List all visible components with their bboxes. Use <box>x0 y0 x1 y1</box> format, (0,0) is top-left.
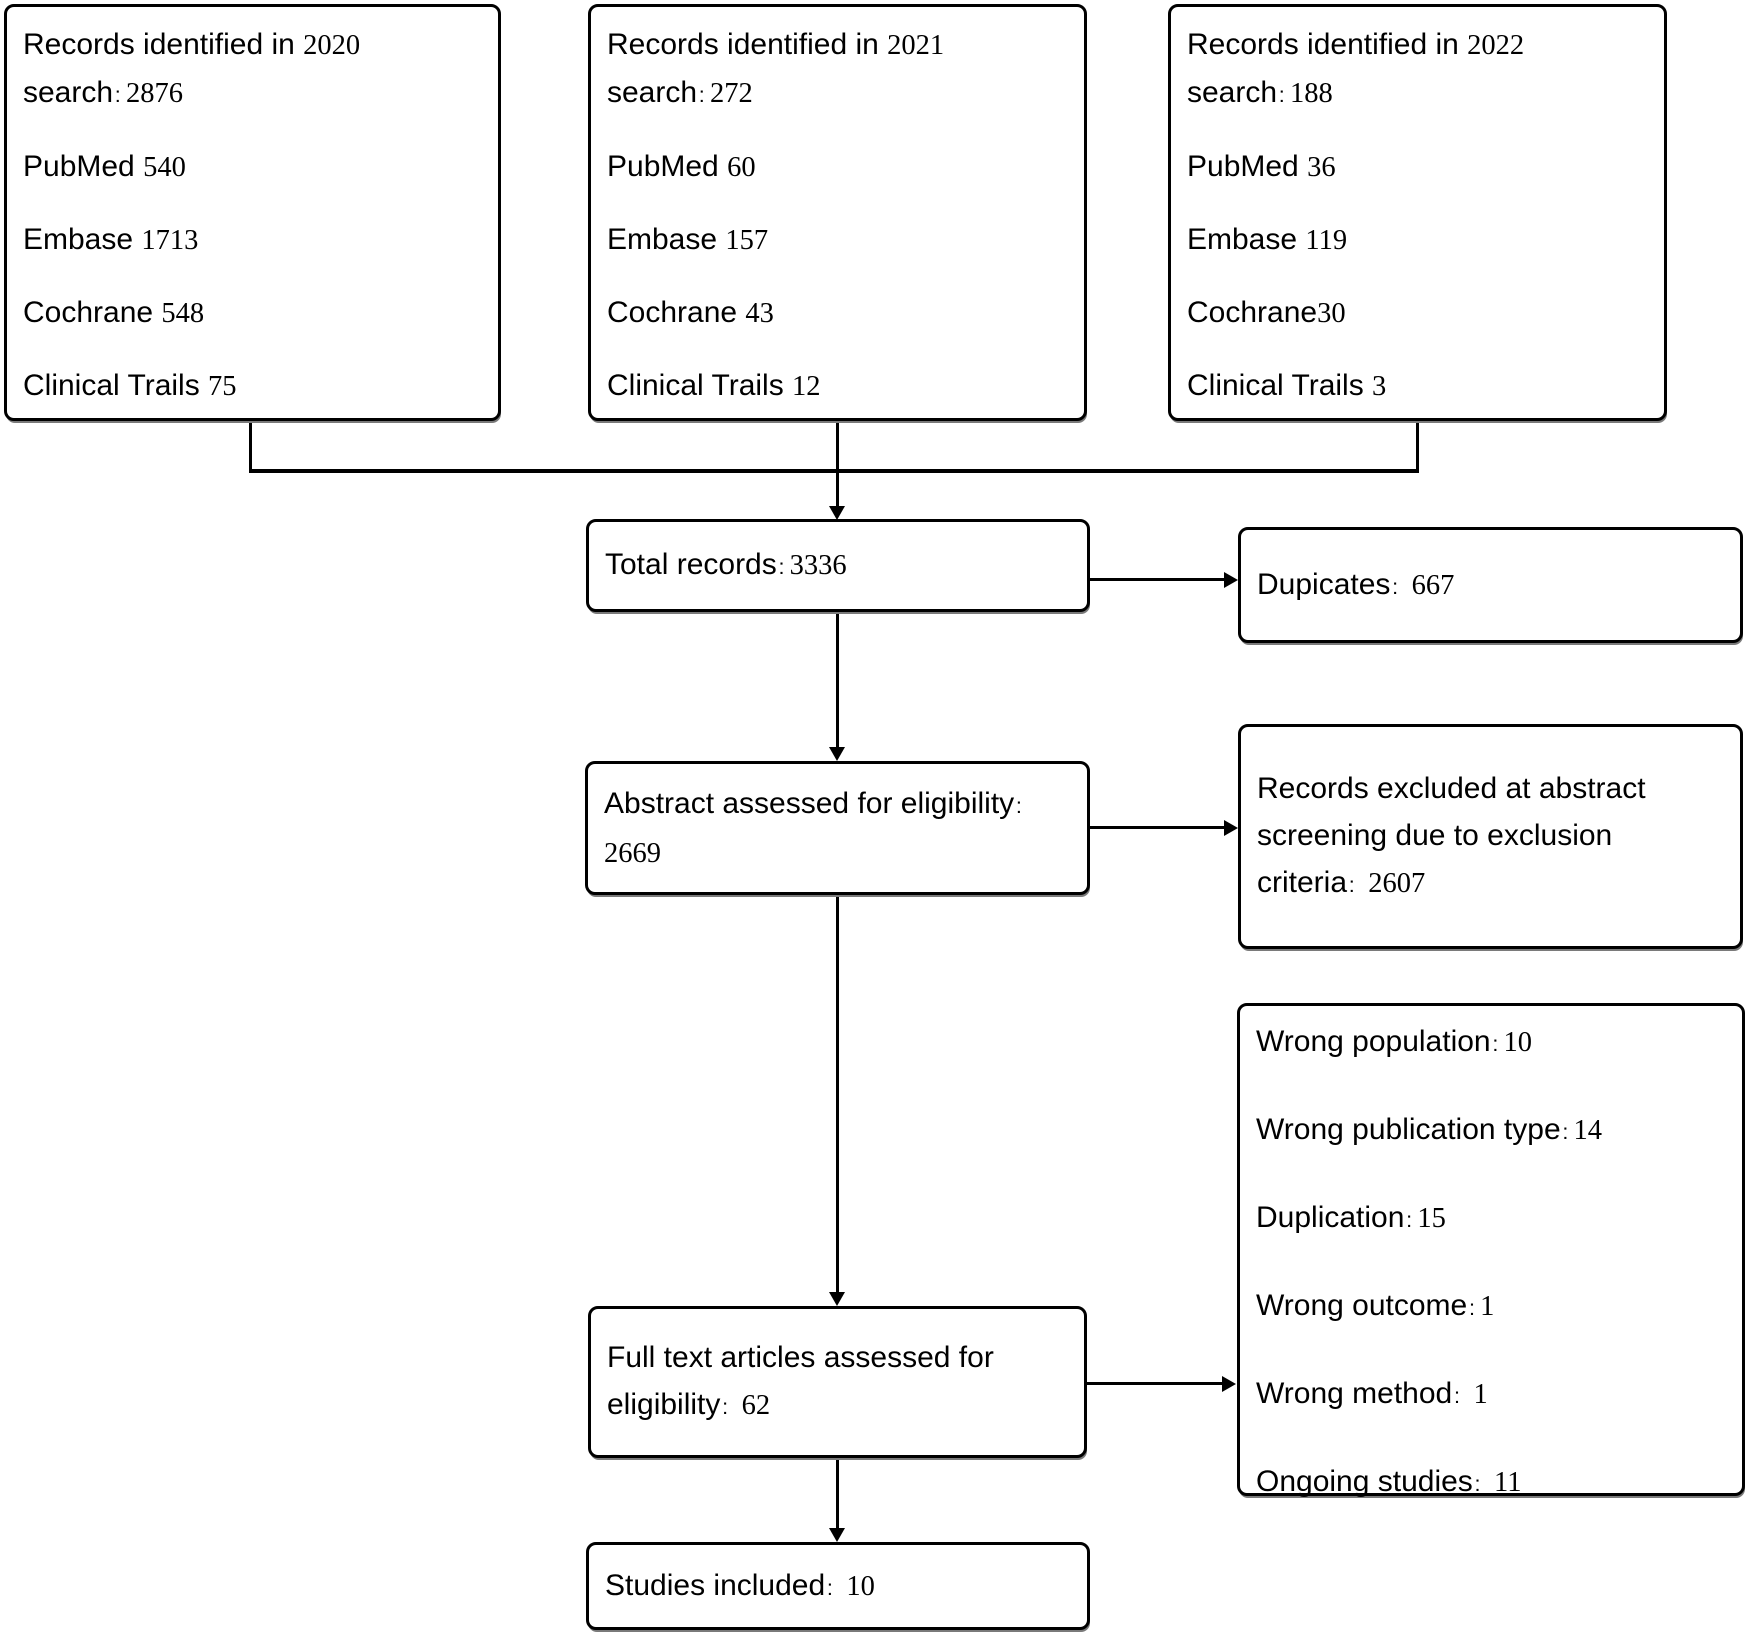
text-line: Wrong population:10 <box>1256 1025 1532 1058</box>
connector-merge-horizontal <box>249 469 1419 473</box>
arrowhead-into-duplicates <box>1224 572 1238 588</box>
text-line: Cochrane30 <box>1187 296 1346 329</box>
text-line: Abstract assessed for eligibility:2669 <box>604 786 1022 869</box>
connector-abstract-to-fulltext <box>836 895 839 1293</box>
text-line: Wrong publication type:14 <box>1256 1113 1603 1146</box>
connector-merge-to-total <box>836 421 839 507</box>
text-line: Embase 1713 <box>23 223 199 256</box>
text-line: Cochrane 43 <box>607 296 774 329</box>
connector-2020-down <box>249 421 252 472</box>
arrowhead-into-excluded <box>1224 820 1238 836</box>
arrowhead-into-reasons <box>1222 1376 1236 1392</box>
arrowhead-into-total-records <box>829 506 845 520</box>
text-line: Embase 119 <box>1187 223 1348 256</box>
box-abstract-assessed: Abstract assessed for eligibility:2669 <box>585 761 1090 895</box>
text-line: Ongoing studies: 11 <box>1256 1465 1522 1498</box>
connector-total-to-duplicates <box>1090 578 1226 581</box>
text-line: Clinical Trails 75 <box>23 369 237 402</box>
text-line: Studies included: 10 <box>605 1568 875 1602</box>
text-line: PubMed 60 <box>607 150 756 183</box>
text-line: Cochrane 548 <box>23 296 205 329</box>
text-line: Dupicates: 667 <box>1257 567 1455 601</box>
box-studies-included: Studies included: 10 <box>586 1542 1090 1630</box>
text-line: Wrong method: 1 <box>1256 1377 1488 1410</box>
text-line: Embase 157 <box>607 223 769 256</box>
arrowhead-into-fulltext <box>829 1292 845 1306</box>
box-total-records: Total records:3336 <box>586 519 1090 612</box>
connector-2022-down <box>1416 421 1419 472</box>
text-line: Duplication:15 <box>1256 1201 1446 1234</box>
connector-abstract-to-excluded <box>1090 826 1226 829</box>
connector-total-to-abstract <box>836 611 839 748</box>
text-line: Clinical Trails 12 <box>607 369 821 402</box>
text-line: Wrong outcome:1 <box>1256 1289 1495 1322</box>
connector-fulltext-to-reasons <box>1087 1382 1224 1385</box>
text-line: PubMed 540 <box>23 150 186 183</box>
connector-fulltext-to-included <box>836 1458 839 1529</box>
box-duplicates: Dupicates: 667 <box>1238 527 1743 643</box>
text-line: Total records:3336 <box>605 548 847 581</box>
arrowhead-into-included <box>829 1528 845 1542</box>
arrowhead-into-abstract <box>829 747 845 761</box>
text-line: Clinical Trails 3 <box>1187 369 1387 402</box>
text-line: PubMed 36 <box>1187 150 1336 183</box>
